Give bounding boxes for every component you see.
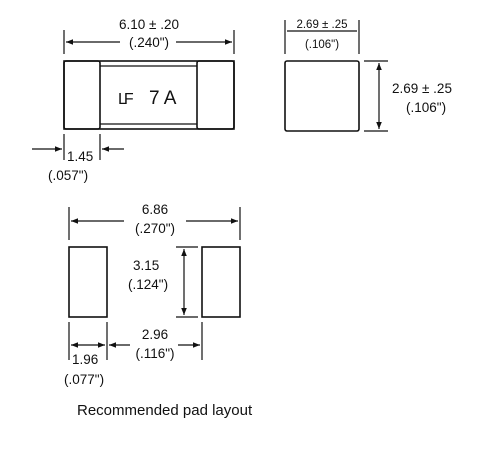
length-dim-mm: 6.10 ± .20 [119, 17, 179, 32]
left-end-cap [63, 60, 101, 130]
pad-width-dim-mm: 1.96 [72, 352, 98, 367]
end-view-square [284, 60, 360, 132]
end-height-dim-in: (.106") [406, 100, 446, 115]
cap-dim-in: (.057") [48, 168, 88, 183]
end-width-dim-mm: 2.69 ± .25 [296, 19, 347, 31]
fuse-end-view: 2.69 ± .25 (.106") 2.69 ± .25 (.106") [284, 19, 452, 132]
pad-length-dim-in: (.124") [128, 277, 168, 292]
cap-dim-mm: 1.45 [67, 149, 93, 164]
right-pad [201, 246, 241, 318]
right-end-cap [196, 60, 235, 130]
pad-overall-dim-mm: 6.86 [142, 202, 168, 217]
gap-dim-mm: 2.96 [142, 327, 168, 342]
pad-layout-caption: Recommended pad layout [77, 402, 253, 419]
pad-layout: 6.86 (.270") 3.15 (.124") 2.96 (.116") 1… [64, 202, 253, 419]
left-pad [68, 246, 108, 318]
fuse-top-view: LF 7 A 6.10 ± .20 (.240") 1.45 (.057") [32, 17, 235, 183]
marking-rating: 7 A [149, 88, 177, 109]
marking-logo: LF [118, 91, 134, 108]
end-height-dim-mm: 2.69 ± .25 [392, 81, 452, 96]
end-width-dim-in: (.106") [305, 39, 339, 51]
gap-dim-in: (.116") [135, 346, 174, 361]
pad-width-dim-in: (.077") [64, 372, 104, 387]
pad-length-dim-mm: 3.15 [133, 258, 159, 273]
pad-overall-dim-in: (.270") [135, 221, 175, 236]
length-dim-in: (.240") [129, 35, 169, 50]
